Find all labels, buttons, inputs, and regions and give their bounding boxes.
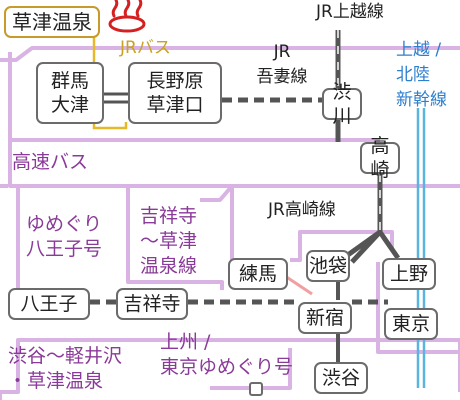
label-shinkansen: 上越 / 北陸 新幹線 [396,40,447,110]
label-shibuya-karuizawa-kusatsu: 渋谷～軽井沢 ・草津温泉 [8,345,123,392]
bus-route-bottom [0,338,460,400]
label-jr-agatsuma-line: JR 吾妻線 [256,42,308,87]
label-highway-bus: 高速バス [12,151,89,173]
bus-routes [0,46,460,400]
jr-rail [90,30,401,362]
station-ueno[interactable]: 上野 [382,258,436,290]
station-hachioji[interactable]: 八王子 [8,288,90,320]
label-jr-joetsu-line: JR上越線 [316,2,384,22]
label-joshu-tokyo-yumeguri: 上州 / 東京ゆめぐり号 [160,331,294,378]
station-shibukawa[interactable]: 渋川 [322,81,362,127]
bus-route-top [0,46,460,62]
bus-route-ikebukuro [290,230,394,262]
bus-stop-marker [249,382,263,396]
label-kichijoji-kusatsu-line: 吉祥寺 ～草津 温泉線 [140,205,198,277]
station-gunma-otsu[interactable]: 群馬 大津 [36,62,104,124]
station-takasaki[interactable]: 高崎 [360,135,400,181]
station-ikebukuro[interactable]: 池袋 [306,250,350,282]
station-nerima[interactable]: 練馬 [228,258,288,290]
bus-route-kichijoji [126,186,224,290]
station-tokyo[interactable]: 東京 [384,308,438,340]
bus-route-highway-east [8,140,460,188]
bus-route-ueno [376,262,460,354]
bus-route-tokyo-yumeguri [210,348,292,390]
station-naganohara-kusatsuguchi[interactable]: 長野原 草津口 [128,62,222,124]
jr-rail-dash [337,30,381,232]
label-yumeguri-hachioji: ゆめぐり 八王子号 [26,213,103,260]
label-jr-takasaki-line: JR高崎線 [268,200,336,220]
bus-route-branch [200,184,234,202]
station-shibuya[interactable]: 渋谷 [314,362,368,394]
station-kusatsu-onsen[interactable]: 草津温泉 [4,6,100,38]
station-kichijoji[interactable]: 吉祥寺 [116,288,188,320]
label-jr-bus: JRバス [120,38,171,58]
station-shinjuku[interactable]: 新宿 [298,302,352,334]
hot-spring-icon [108,0,146,33]
shinkansen-line [416,108,426,388]
